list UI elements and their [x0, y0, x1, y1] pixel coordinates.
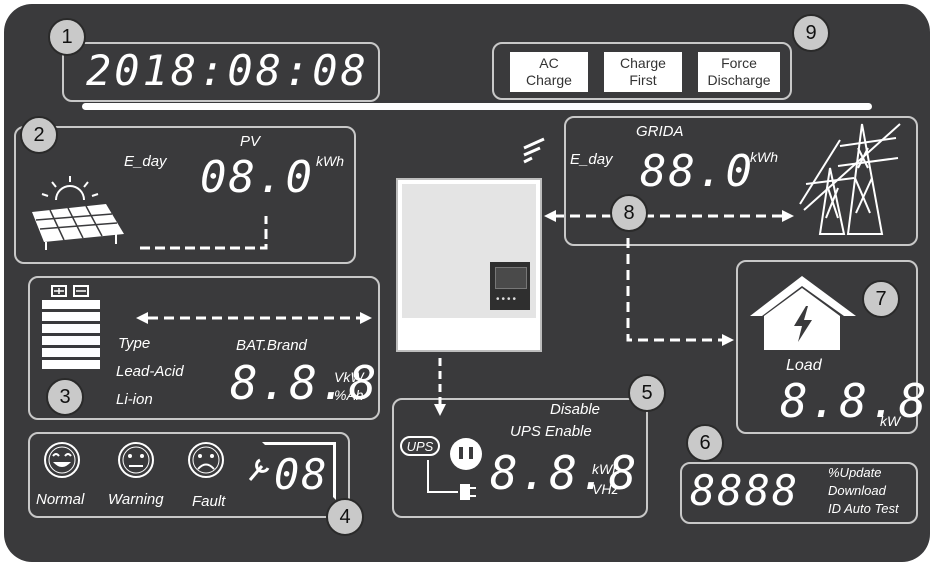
- power-tower-icon: [799, 123, 901, 235]
- battery-unit-2: %Ah: [334, 387, 364, 403]
- charge-first-button[interactable]: Charge First: [604, 52, 682, 92]
- ups-unit-2: VHz: [592, 481, 619, 497]
- ac-charge-button[interactable]: AC Charge: [510, 52, 588, 92]
- update-line-3: ID Auto Test: [828, 501, 899, 516]
- warning-face-icon: [118, 442, 154, 478]
- force-discharge-label: Force Discharge: [707, 55, 771, 88]
- plug-icon: [427, 460, 476, 500]
- battery-lead-acid: Lead-Acid: [116, 363, 184, 380]
- inverter-display-module: ••••: [490, 262, 530, 310]
- fault-code-frame: [262, 442, 336, 500]
- badge-2: 2: [20, 116, 58, 154]
- pv-flow-line: [140, 216, 268, 250]
- inverter-device: ••••: [396, 178, 542, 352]
- flow-arrows: [544, 210, 794, 346]
- load-unit: kW: [880, 413, 901, 429]
- battery-icon: [42, 285, 100, 369]
- badge-9: 9: [792, 14, 830, 52]
- inverter-screen: [495, 267, 527, 289]
- battery-type-label: Type: [118, 335, 151, 352]
- ups-enable-label: UPS Enable: [510, 423, 592, 440]
- solar-panel-icon: [32, 176, 124, 250]
- badge-4: 4: [326, 498, 364, 536]
- status-fault-label: Fault: [192, 493, 226, 510]
- normal-face-icon: [44, 442, 80, 478]
- grid-title: GRIDA: [636, 123, 684, 140]
- mode-box: [492, 42, 792, 100]
- separator-bar: [82, 103, 872, 110]
- badge-6: 6: [686, 424, 724, 462]
- force-discharge-button[interactable]: Force Discharge: [698, 52, 780, 92]
- update-box: [680, 462, 918, 524]
- inverter-buttons: ••••: [496, 294, 519, 305]
- pv-title: PV: [240, 133, 261, 150]
- grid-box: [564, 116, 918, 246]
- battery-flow-arrow: [136, 312, 372, 324]
- update-line-2: Download: [828, 483, 886, 498]
- clock-display: 2018:08:08: [86, 46, 369, 95]
- battery-li-ion: Li-ion: [116, 391, 153, 408]
- wrench-icon: [248, 458, 270, 481]
- grid-eday-label: E_day: [570, 151, 613, 168]
- battery-unit-1: VkW: [334, 369, 364, 385]
- badge-3: 3: [46, 378, 84, 416]
- lcd-panel: 2018:08:08 1 AC Charge Charge First Forc…: [4, 4, 930, 562]
- fault-face-icon: [188, 442, 224, 478]
- ac-charge-label: AC Charge: [526, 55, 572, 88]
- wifi-signal-icon: [523, 137, 545, 164]
- pv-unit: kWh: [316, 153, 344, 169]
- pv-box: [14, 126, 356, 264]
- battery-brand-label: BAT.Brand: [236, 337, 307, 354]
- load-value: 8.8.8: [780, 374, 929, 428]
- grid-unit: kWh: [750, 149, 778, 165]
- badge-5: 5: [628, 374, 666, 412]
- battery-box: [28, 276, 380, 420]
- update-value: 8888: [690, 466, 800, 515]
- ups-disable-label: Disable: [550, 401, 601, 418]
- ups-tag-label: UPS: [406, 438, 434, 454]
- ups-value: 8.8.8: [490, 446, 639, 500]
- load-box: [736, 260, 918, 434]
- pv-eday-label: E_day: [124, 153, 167, 170]
- badge-7: 7: [862, 280, 900, 318]
- load-label: Load: [786, 357, 822, 374]
- badge-1: 1: [48, 18, 86, 56]
- badge-8: 8: [610, 194, 648, 232]
- grid-value: 88.0: [640, 146, 754, 197]
- outlet-icon: [450, 438, 482, 470]
- status-warning-label: Warning: [108, 491, 164, 508]
- fault-code-value: 08: [274, 450, 329, 499]
- battery-value: 8.8.8: [230, 356, 379, 410]
- ups-tag: UPS: [400, 436, 440, 456]
- status-normal-label: Normal: [36, 491, 85, 508]
- ups-box: [392, 398, 648, 518]
- charge-first-label: Charge First: [620, 55, 666, 88]
- ups-unit-1: kWh: [592, 461, 620, 477]
- status-box: [28, 432, 350, 518]
- house-icon: [750, 276, 856, 350]
- clock-box: [62, 42, 380, 102]
- update-line-1: %Update: [828, 465, 882, 480]
- ups-flow-arrow: [434, 358, 446, 416]
- pv-value: 08.0: [200, 152, 314, 203]
